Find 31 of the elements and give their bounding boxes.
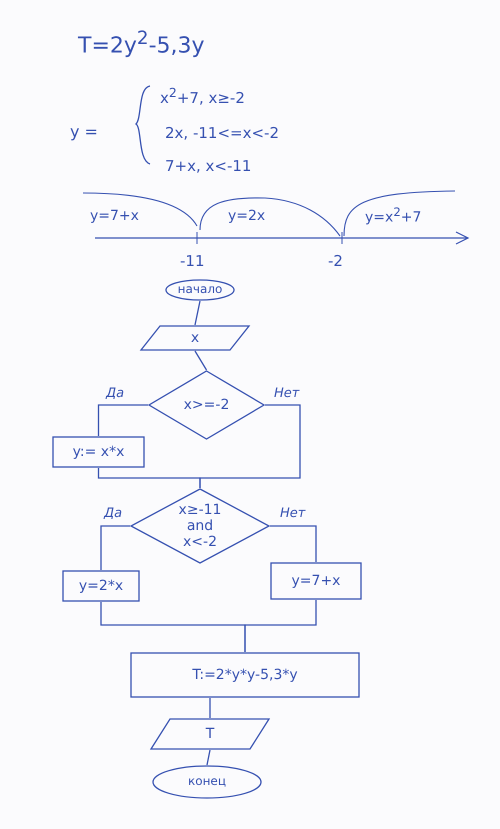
edge-label: Да (102, 506, 124, 521)
process-box: T:=2*y*y-5,3*y (130, 652, 360, 698)
output-parallelogram: T (150, 718, 270, 750)
formula-line: 2x, -11<=x<-2 (165, 124, 279, 142)
formula-line: x$^{2}$+7, x≥-2 (160, 85, 245, 107)
connector-line (194, 350, 208, 370)
connector-line (98, 404, 148, 436)
interval-formula: y=x$^{2}$+7 (365, 205, 422, 226)
connector-line (194, 300, 201, 326)
interval-formula: y=2x (228, 208, 266, 224)
connector-line (209, 698, 211, 718)
axis-tick-label: -11 (180, 252, 204, 270)
connector-line (206, 750, 211, 766)
start-oval: начало (165, 279, 235, 301)
decision-diamond: x>=-2 (148, 370, 265, 440)
edge-label: Да (104, 386, 126, 401)
formula-title: T=2y$^{2}$-5,3y (78, 28, 205, 58)
connector-line (100, 525, 130, 570)
process-box: y:= x*x (52, 436, 145, 468)
end-oval: конец (152, 765, 262, 799)
decision-diamond: x≥-11 and x<-2 (130, 488, 270, 564)
process-box: y=7+x (270, 562, 362, 600)
process-box: y=2*x (62, 570, 140, 602)
input-parallelogram: x (140, 325, 250, 351)
formula-line: 7+x, x<-11 (165, 157, 252, 175)
connector-line (270, 525, 317, 562)
axis-tick-label: -2 (328, 252, 343, 270)
equation-label: y = (70, 122, 98, 141)
connector-line (244, 600, 317, 652)
interval-formula: y=7+x (90, 208, 139, 224)
connector-line (98, 468, 201, 488)
